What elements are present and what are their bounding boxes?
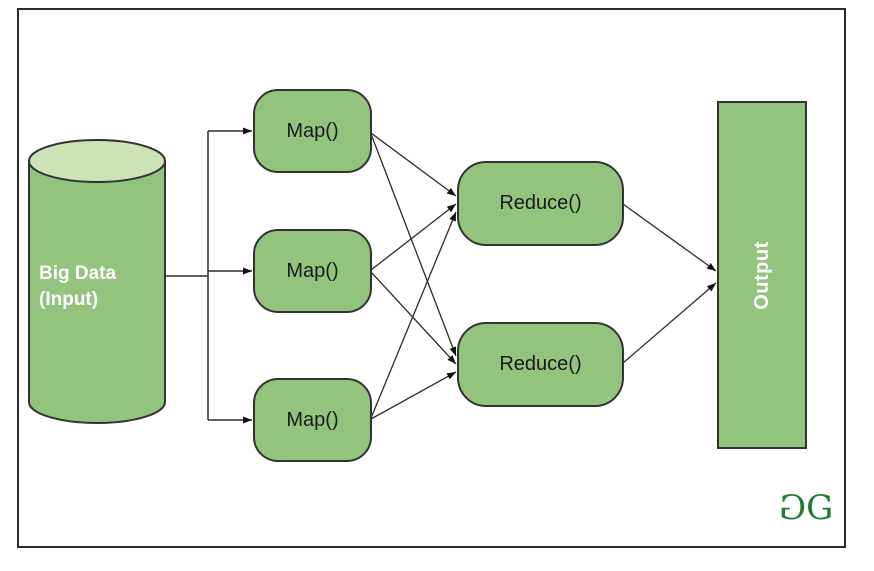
connector-map3-reduce2 bbox=[370, 371, 457, 420]
output-label-wrap: Output bbox=[718, 102, 806, 448]
map-node-2 bbox=[253, 229, 372, 313]
connector-map2-reduce2 bbox=[370, 271, 457, 365]
shuffle-connectors bbox=[370, 132, 457, 420]
big-data-label-line2: (Input) bbox=[39, 289, 99, 310]
cylinder-top bbox=[28, 139, 166, 183]
big-data-cylinder bbox=[28, 139, 166, 424]
big-data-label-line1: Big Data bbox=[39, 263, 117, 284]
logo-mirrored-g: G bbox=[781, 488, 807, 528]
output-connectors bbox=[622, 203, 717, 364]
big-data-label: Big Data (Input) bbox=[39, 261, 116, 313]
connector-map1-reduce2 bbox=[370, 133, 457, 357]
map-node-3 bbox=[253, 378, 372, 462]
output-node bbox=[717, 101, 807, 449]
logo-g: G bbox=[806, 488, 833, 528]
output-label: Output bbox=[750, 240, 773, 310]
connector-reduce1-output bbox=[622, 203, 717, 272]
reduce-node-2 bbox=[457, 322, 624, 407]
cylinder-body bbox=[28, 160, 166, 424]
connector-map2-reduce1 bbox=[370, 203, 457, 271]
connector-reduce2-output bbox=[622, 282, 717, 364]
map-node-1 bbox=[253, 89, 372, 173]
connector-map1-reduce1 bbox=[370, 132, 457, 197]
connector-map3-reduce1 bbox=[370, 211, 457, 419]
input-connectors bbox=[165, 127, 252, 424]
reduce-node-1 bbox=[457, 161, 624, 246]
geeksforgeeks-logo: GG bbox=[781, 488, 833, 528]
